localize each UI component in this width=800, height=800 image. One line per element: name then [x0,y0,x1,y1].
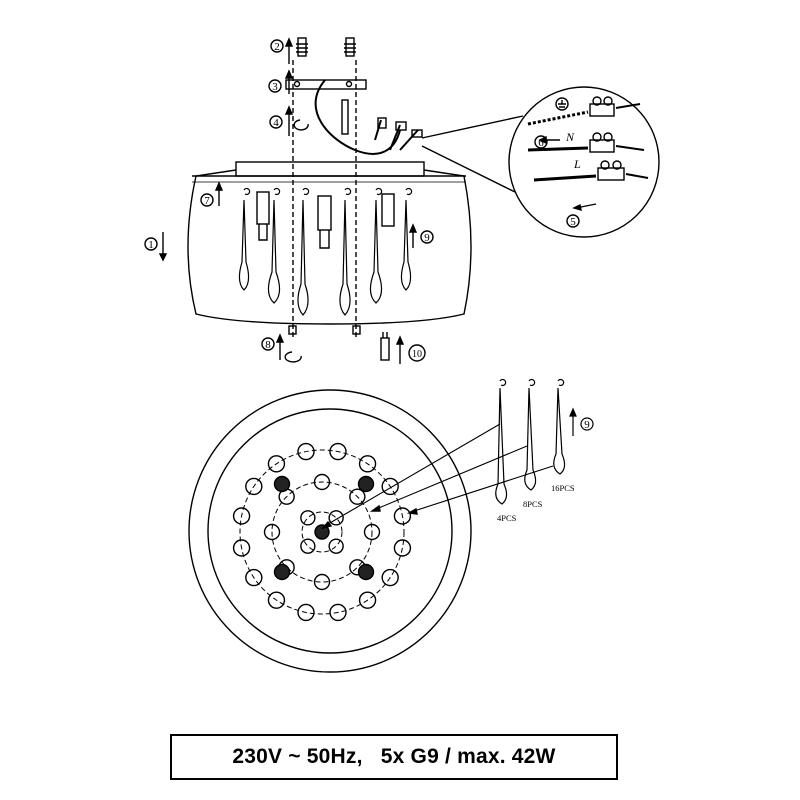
socket-position [314,524,330,540]
socket-position [273,475,291,493]
step-marker-1: 1 [144,237,158,251]
svg-text:4PCS: 4PCS [497,513,517,523]
crystal-position [349,488,366,505]
socket-position [357,563,375,581]
svg-text:9: 9 [424,232,430,244]
electrical-spec: 230V ~ 50Hz, 5x G9 / max. 42W [232,745,556,768]
crystal-position [297,442,315,461]
crystal-position [393,507,412,525]
hook-row [243,187,413,196]
wiring-detail: N L 6 5 [421,86,660,238]
arrows [158,37,418,364]
crystal-position [300,538,316,554]
svg-text:3: 3 [272,81,278,93]
socket-positions [273,475,375,581]
step-marker-10: 10 [408,344,426,362]
svg-text:5: 5 [570,216,576,228]
step-marker-5: 5 [566,214,580,228]
step-marker-4: 4 [269,115,283,129]
svg-text:16PCS: 16PCS [551,483,575,493]
svg-text:8PCS: 8PCS [523,499,543,509]
terminal-neutral-label: N [565,130,575,144]
crystal-position [232,539,251,557]
side-view [158,37,472,364]
pendant-medium: 8PCS [523,378,543,509]
crystal-position [267,455,286,473]
socket-position [357,475,375,493]
crystal-position [245,568,263,587]
lamp-bowl [187,169,472,325]
step-marker-7: 7 [200,193,214,207]
step-marker-3: 3 [268,79,282,93]
svg-text:10: 10 [412,349,422,360]
pendant-types: 4PCS 8PCS 16PCS 9 [495,378,594,523]
crystal-position [381,477,399,496]
g9-socket [256,191,270,225]
crystal-position [393,539,412,557]
svg-text:4: 4 [273,117,279,129]
svg-text:7: 7 [204,195,210,207]
svg-text:6: 6 [538,137,544,149]
crystal-position [329,442,347,461]
terminal-block [597,160,625,181]
canopy-plate [235,161,425,177]
g9-socket [381,193,395,227]
crystal-position [267,591,286,609]
crystal-positions [232,442,412,622]
crystal-drops [238,199,412,316]
crystal-position [363,523,381,541]
step-marker-2: 2 [270,39,284,53]
step-marker-6: 6 [534,135,548,149]
crystal-position [232,507,251,525]
svg-text:1: 1 [148,239,154,251]
socket-position [273,563,291,581]
inner-ring [207,408,453,654]
crystal-position [245,477,263,496]
screw [344,37,356,57]
mounting-bracket [285,79,367,90]
crystal-position [313,573,331,591]
terminal-block [589,96,615,117]
electrical-spec-box: 230V ~ 50Hz, 5x G9 / max. 42W [170,734,618,780]
crystal-position [297,603,315,622]
outer-ring [188,389,472,673]
svg-text:9: 9 [584,419,590,431]
step-marker-9-top: 9 [580,417,594,431]
pendant-short: 4PCS [495,378,517,523]
crystal-position [381,568,399,587]
earth-symbol-icon [555,97,569,111]
g9-bulb [380,337,390,361]
crystal-position [358,591,377,609]
crystal-position [358,455,377,473]
svg-text:8: 8 [265,339,271,351]
crystal-position [300,510,316,526]
crystal-position [329,603,347,622]
step-marker-8: 8 [261,337,275,351]
g9-socket [317,195,332,231]
step-marker-9: 9 [420,230,434,244]
crystal-position [328,510,344,526]
svg-text:2: 2 [274,41,280,53]
pendant-long: 16PCS [551,378,575,493]
crystal-position [328,538,344,554]
terminal-live-label: L [573,157,581,171]
top-view [188,389,554,673]
screw [296,37,308,57]
crystal-position [263,523,281,541]
terminal-block [589,132,615,153]
crystal-position [313,473,331,491]
step-markers: 1 2 3 4 7 9 8 10 [144,39,434,362]
